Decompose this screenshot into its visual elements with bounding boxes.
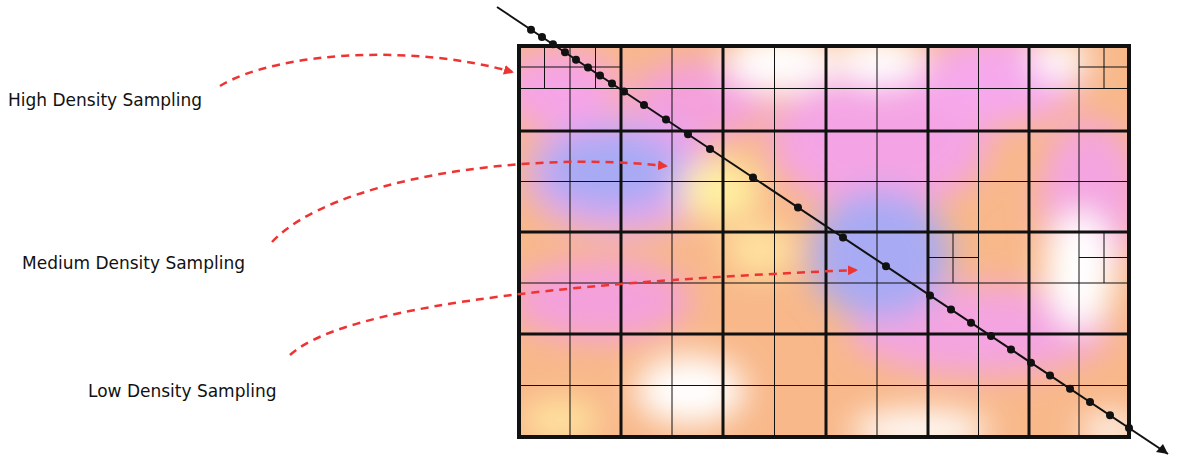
density-field <box>519 46 1129 437</box>
callout-label: Low Density Sampling <box>88 381 277 401</box>
fine-grid <box>519 46 1129 437</box>
callout-label: Medium Density Sampling <box>22 253 245 273</box>
callout-label: High Density Sampling <box>8 90 202 110</box>
ray <box>497 7 1168 454</box>
coarse-grid <box>519 46 1129 437</box>
callout-arrows <box>220 55 856 355</box>
sample-points <box>527 26 1133 432</box>
ray-arrowhead <box>1156 444 1168 454</box>
